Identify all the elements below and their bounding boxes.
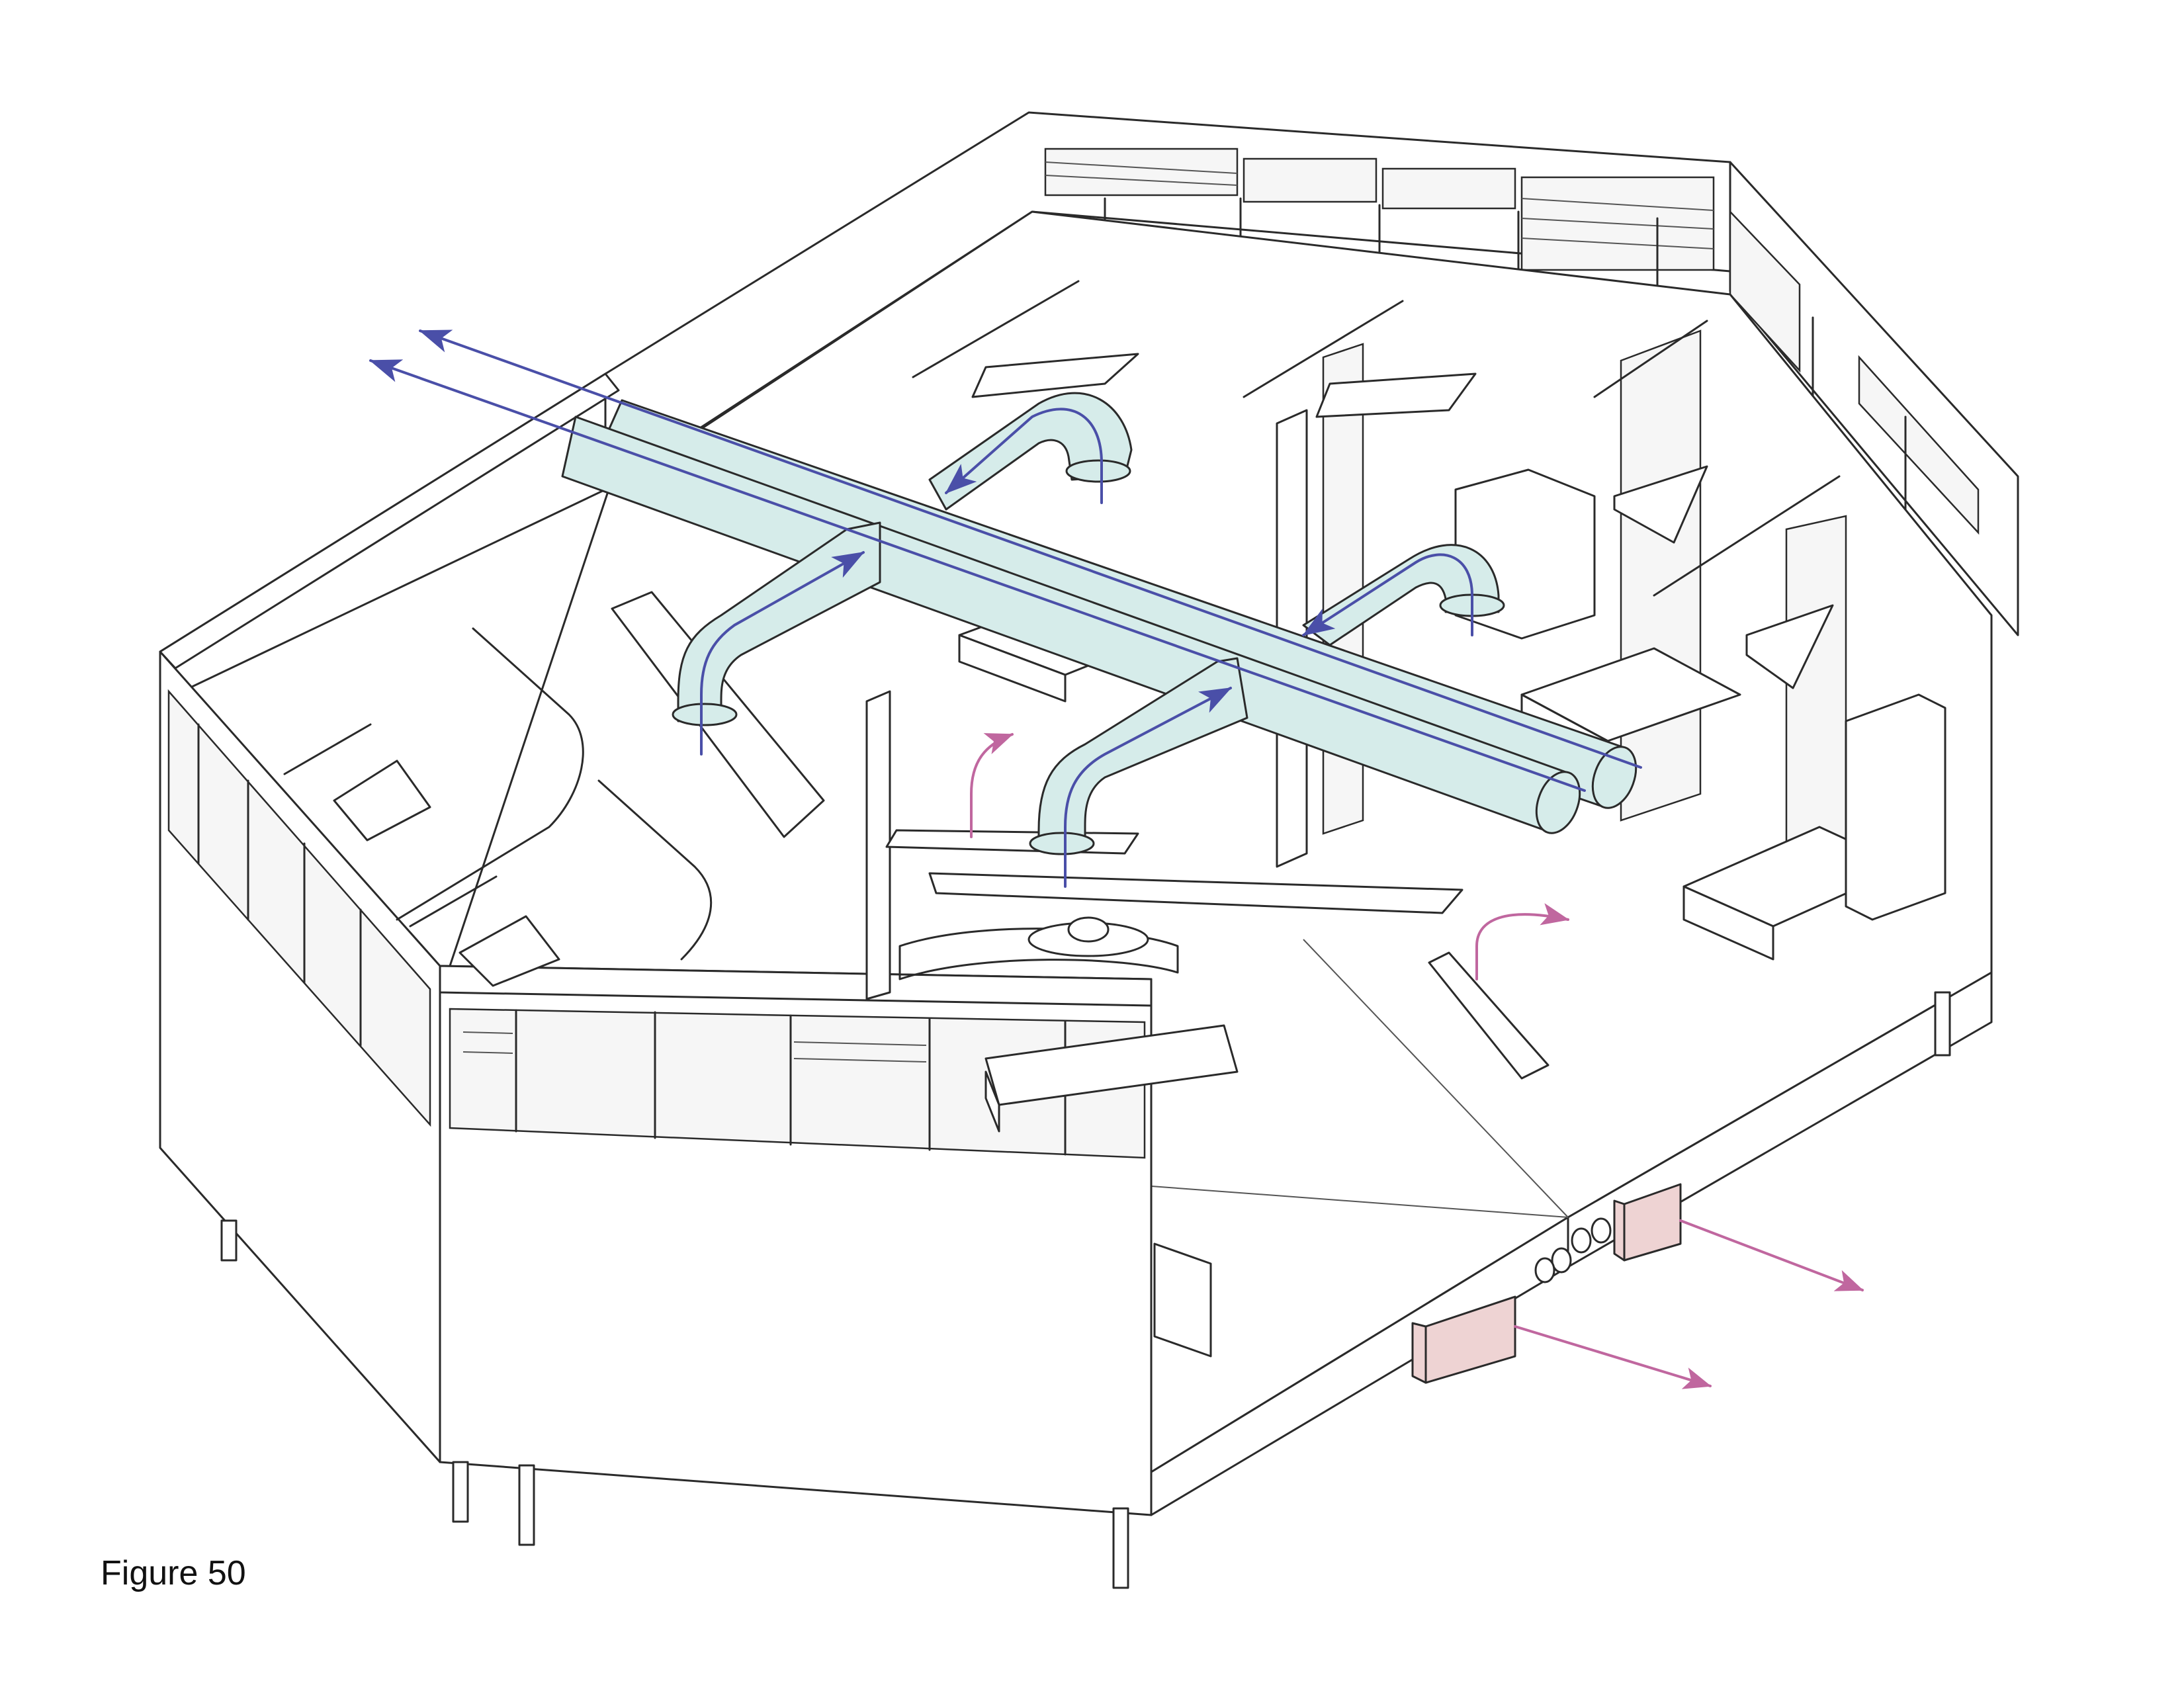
support-legs: [220, 991, 1951, 1589]
pipe-stubs: [1534, 1217, 1612, 1283]
supply-air-arrow-icon: [1302, 553, 1473, 636]
supply-air-arrow-icon: [369, 359, 1586, 792]
floor-exhaust-duct-icon: [1613, 1183, 1682, 1262]
exhaust-air-arrow-icon: [1679, 1219, 1864, 1291]
airflow-arrows: [369, 329, 1864, 1389]
exhaust-air-arrow-icon: [970, 733, 1014, 838]
ceiling-duct-icon: [928, 392, 1133, 511]
exhaust-air-arrow-icon: [1475, 903, 1569, 980]
floor-exhaust-duct-icon: [1411, 1295, 1516, 1384]
figure-caption: Figure 50: [101, 1554, 246, 1592]
supply-air-arrow-icon: [945, 408, 1103, 504]
supply-air-arrow-icon: [1064, 687, 1232, 888]
exhaust-air-arrow-icon: [1514, 1325, 1712, 1389]
supply-air-arrow-icon: [700, 551, 865, 756]
floor-exhaust-ducts: [1411, 1183, 1682, 1384]
back-wall-louvers: [1044, 148, 1715, 309]
supply-air-arrow-icon: [419, 329, 1642, 769]
front-walls: [159, 372, 1153, 1516]
ceiling-duct-icon: [1302, 544, 1500, 646]
